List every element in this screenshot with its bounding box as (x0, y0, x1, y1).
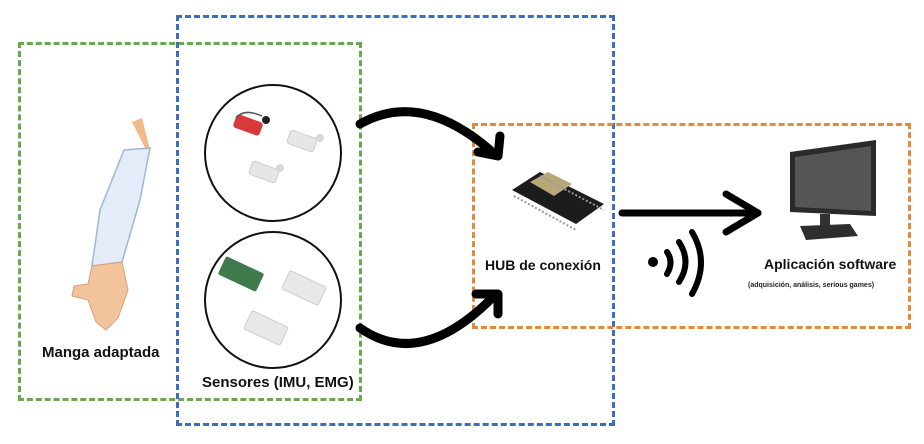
manga-label: Manga adaptada (42, 344, 160, 361)
manga-group-box (18, 42, 362, 401)
emg-sensor-circle (204, 84, 342, 222)
sensores-label: Sensores (IMU, EMG) (202, 374, 354, 391)
sensors-group-box (176, 15, 615, 426)
monitor-icon (790, 140, 876, 240)
imu-sensor-icon (218, 256, 327, 346)
arm-sleeve-icon (71, 118, 151, 331)
arrow-imu-to-hub (355, 289, 503, 348)
arrow-hub-to-app (618, 190, 762, 236)
imu-sensor-circle (204, 231, 342, 369)
hub-label: HUB de conexión (485, 257, 601, 273)
esp32-board-icon (512, 172, 605, 231)
app-sublabel: (adquisición, análisis, serious games) (748, 282, 875, 289)
emg-sensor-icon (233, 111, 324, 184)
arrow-emg-to-hub (355, 107, 505, 161)
app-label: Aplicación software (764, 256, 897, 272)
wireless-signal-icon (648, 229, 704, 297)
hub-software-group-box (472, 123, 911, 329)
